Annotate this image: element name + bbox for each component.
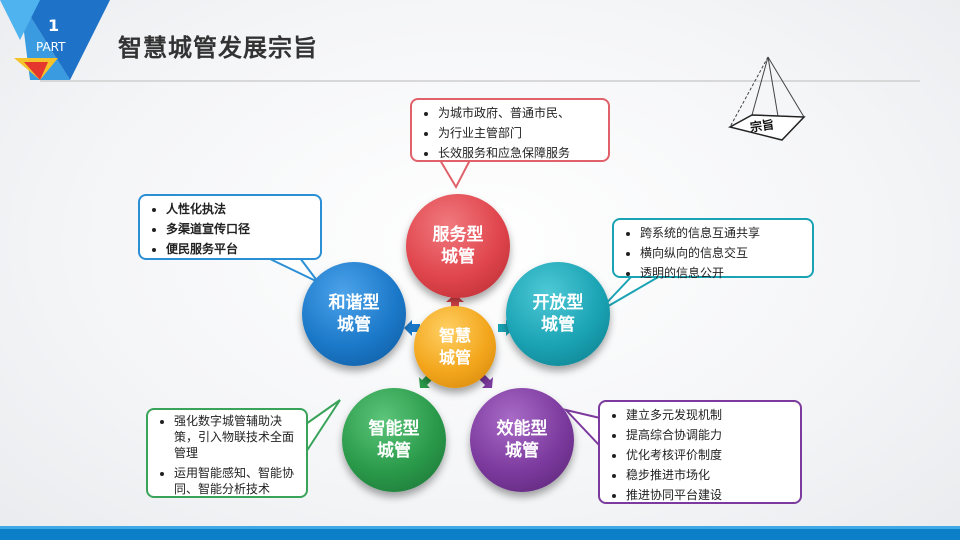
arrow-down-right	[479, 374, 493, 388]
pyramid-diagram: 宗旨	[716, 55, 826, 155]
node-efficient: 效能型 城管	[470, 388, 574, 492]
page-title: 智慧城管发展宗旨	[118, 34, 318, 62]
callout-open-item: 横向纵向的信息交互	[640, 243, 804, 263]
node-smart-line1: 智能型	[368, 419, 420, 439]
node-efficient-line2: 城管	[505, 441, 539, 461]
node-service-line1: 服务型	[432, 225, 484, 245]
callout-harmony-item: 人性化执法	[166, 199, 312, 219]
callout-service-item: 为城市政府、普通市民、	[438, 103, 600, 123]
node-harmony-line2: 城管	[337, 315, 371, 335]
node-service: 服务型 城管	[406, 194, 510, 298]
callout-efficient-item: 建立多元发现机制	[626, 405, 792, 425]
callout-harmony-item: 便民服务平台	[166, 239, 312, 259]
arrow-up	[446, 294, 464, 308]
callout-service-item: 长效服务和应急保障服务	[438, 143, 600, 163]
part-number: 1	[48, 16, 60, 35]
node-open-line2: 城管	[541, 315, 575, 335]
callout-efficient-item: 提高综合协调能力	[626, 425, 792, 445]
callout-smart-item: 运用智能感知、智能协同、智能分析技术	[174, 465, 298, 497]
footer-accent-line	[0, 526, 960, 529]
callout-open: 跨系统的信息互通共享 横向纵向的信息交互 透明的信息公开	[612, 218, 814, 280]
node-efficient-line1: 效能型	[496, 419, 548, 439]
callout-efficient-item: 推进协同平台建设	[626, 485, 792, 505]
node-smart-line2: 城管	[377, 441, 411, 461]
node-center: 智慧 城管	[414, 306, 496, 388]
callout-service: 为城市政府、普通市民、 为行业主管部门 长效服务和应急保障服务	[410, 98, 610, 162]
node-center-line1: 智慧	[438, 326, 471, 345]
part-badge	[0, 0, 110, 80]
footer-bar	[0, 529, 960, 540]
callout-open-item: 透明的信息公开	[640, 263, 804, 283]
title-divider	[40, 80, 920, 82]
callout-efficient-item: 优化考核评价制度	[626, 445, 792, 465]
callout-efficient: 建立多元发现机制 提高综合协调能力 优化考核评价制度 稳步推进市场化 推进协同平…	[598, 400, 802, 504]
part-label: PART	[36, 40, 66, 54]
callout-smart: 强化数字城管辅助决策，引入物联技术全面管理 运用智能感知、智能协同、智能分析技术	[146, 408, 308, 498]
callout-smart-item: 强化数字城管辅助决策，引入物联技术全面管理	[174, 413, 298, 461]
node-center-line2: 城管	[438, 348, 471, 367]
callout-harmony-item: 多渠道宣传口径	[166, 219, 312, 239]
callout-service-item: 为行业主管部门	[438, 123, 600, 143]
callout-open-item: 跨系统的信息互通共享	[640, 223, 804, 243]
callout-harmony: 人性化执法 多渠道宣传口径 便民服务平台	[138, 194, 322, 260]
node-open-line1: 开放型	[532, 293, 584, 313]
node-service-line2: 城管	[441, 247, 475, 267]
callout-efficient-item: 稳步推进市场化	[626, 465, 792, 485]
node-smart: 智能型 城管	[342, 388, 446, 492]
node-open: 开放型 城管	[506, 262, 610, 366]
node-harmony: 和谐型 城管	[302, 262, 406, 366]
node-harmony-line1: 和谐型	[328, 293, 380, 313]
